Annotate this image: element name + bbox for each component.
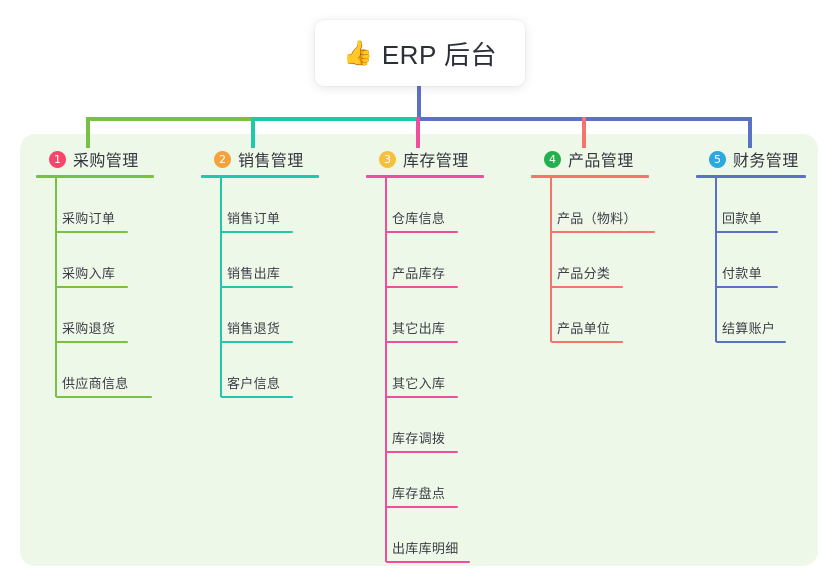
branch-header-rule	[366, 175, 484, 178]
root-node-title: ERP 后台	[381, 39, 498, 70]
branch-item-label: 销售出库	[227, 266, 281, 281]
branch-header-3[interactable]: 3 库存管理	[366, 148, 484, 170]
branch-item-rule	[221, 231, 293, 233]
branch-number-badge: 4	[544, 150, 561, 168]
branch-item-label: 库存调拨	[392, 431, 446, 446]
branch-item-rule	[386, 506, 458, 508]
branch-item-rule	[221, 396, 293, 398]
branch-item[interactable]: 回款单	[696, 178, 806, 233]
branch-header-2[interactable]: 2 销售管理	[201, 148, 319, 170]
branch-item-rule	[716, 341, 786, 343]
branch-item-rule	[716, 231, 778, 233]
branch-item-rule	[386, 231, 458, 233]
branch-title-label: 财务管理	[733, 153, 799, 170]
branch-item-rule	[386, 396, 458, 398]
branch-number-badge: 1	[49, 150, 66, 168]
branch-item-label: 产品（物料）	[557, 211, 637, 226]
branch-column-2: 2 销售管理销售订单销售出库销售退货客户信息	[201, 148, 319, 398]
branch-item[interactable]: 产品（物料）	[531, 178, 655, 233]
branch-item-rule	[386, 561, 470, 563]
branch-title-label: 库存管理	[403, 153, 469, 170]
branch-item-rule	[386, 341, 458, 343]
branch-header-1[interactable]: 1 采购管理	[36, 148, 154, 170]
branch-column-3: 3 库存管理仓库信息产品库存其它出库其它入库库存调拨库存盘点出库库明细	[366, 148, 484, 563]
branch-column-5: 5 财务管理回款单付款单结算账户	[696, 148, 806, 343]
branch-item-rule	[386, 286, 458, 288]
branch-header-4[interactable]: 4 产品管理	[531, 148, 655, 170]
branch-item[interactable]: 产品单位	[531, 288, 655, 343]
branch-header-rule	[531, 175, 649, 178]
branch-column-1: 1 采购管理采购订单采购入库采购退货供应商信息	[36, 148, 154, 398]
branch-item-rule	[56, 396, 152, 398]
branch-item-list: 销售订单销售出库销售退货客户信息	[201, 178, 319, 398]
branch-item-label: 结算账户	[722, 321, 776, 336]
branch-item[interactable]: 采购订单	[36, 178, 154, 233]
branch-item[interactable]: 出库库明细	[366, 508, 484, 563]
branch-item[interactable]: 仓库信息	[366, 178, 484, 233]
branch-number-badge: 5	[709, 150, 726, 168]
branch-item-label: 采购入库	[62, 266, 116, 281]
branch-item-label: 出库库明细	[392, 541, 459, 556]
branch-item-label: 客户信息	[227, 376, 281, 391]
branch-number-badge: 3	[379, 150, 396, 168]
branch-title-label: 销售管理	[238, 153, 304, 170]
branch-item-label: 产品库存	[392, 266, 446, 281]
branch-item-label: 销售订单	[227, 211, 281, 226]
root-node-card[interactable]: 👍 ERP 后台	[315, 20, 525, 86]
branch-title-label: 采购管理	[73, 153, 139, 170]
branch-item[interactable]: 付款单	[696, 233, 806, 288]
branch-column-4: 4 产品管理产品（物料） 产品分类产品单位	[531, 148, 655, 343]
branch-header-rule	[36, 175, 154, 178]
branch-item-rule	[56, 286, 128, 288]
branch-header-rule	[201, 175, 319, 178]
branch-item[interactable]: 供应商信息	[36, 343, 154, 398]
branch-item[interactable]: 结算账户	[696, 288, 806, 343]
branch-title-label: 产品管理	[568, 153, 634, 170]
branch-item-label: 其它入库	[392, 376, 446, 391]
branch-item-rule	[56, 341, 128, 343]
branch-item-label: 库存盘点	[392, 486, 446, 501]
branch-item-rule	[386, 451, 458, 453]
branch-item[interactable]: 其它出库	[366, 288, 484, 343]
branch-item-list: 回款单付款单结算账户	[696, 178, 806, 343]
thumbs-up-emoji-icon: 👍	[342, 40, 373, 67]
branch-header-rule	[696, 175, 806, 178]
branch-item-list: 产品（物料） 产品分类产品单位	[531, 178, 655, 343]
branch-item-label: 销售退货	[227, 321, 281, 336]
branch-item[interactable]: 销售退货	[201, 288, 319, 343]
branch-item-label: 仓库信息	[392, 211, 446, 226]
branch-item-label: 产品分类	[557, 266, 611, 281]
branch-item[interactable]: 库存盘点	[366, 453, 484, 508]
branch-item[interactable]: 库存调拨	[366, 398, 484, 453]
root-node-content: 👍 ERP 后台	[343, 35, 497, 72]
branch-item-label: 回款单	[722, 211, 762, 226]
branch-item-rule	[551, 231, 655, 233]
branch-item-label: 付款单	[722, 266, 762, 281]
branch-item-label: 产品单位	[557, 321, 611, 336]
branch-item-rule	[221, 341, 293, 343]
branch-item[interactable]: 采购退货	[36, 288, 154, 343]
branch-item-list: 仓库信息产品库存其它出库其它入库库存调拨库存盘点出库库明细	[366, 178, 484, 563]
branch-item-rule	[551, 341, 623, 343]
branch-item[interactable]: 其它入库	[366, 343, 484, 398]
diagram-panel	[20, 134, 818, 566]
branch-number-badge: 2	[214, 150, 231, 168]
branch-item[interactable]: 采购入库	[36, 233, 154, 288]
branch-item[interactable]: 产品库存	[366, 233, 484, 288]
branch-item-label: 供应商信息	[62, 376, 129, 391]
branch-header-5[interactable]: 5 财务管理	[696, 148, 806, 170]
branch-item-rule	[56, 231, 128, 233]
branch-item-rule	[716, 286, 778, 288]
branch-item-label: 其它出库	[392, 321, 446, 336]
branch-item-rule	[551, 286, 623, 288]
branch-item-rule	[221, 286, 293, 288]
branch-item-list: 采购订单采购入库采购退货供应商信息	[36, 178, 154, 398]
branch-item-label: 采购订单	[62, 211, 116, 226]
branch-item[interactable]: 产品分类	[531, 233, 655, 288]
branch-item[interactable]: 销售订单	[201, 178, 319, 233]
branch-item[interactable]: 销售出库	[201, 233, 319, 288]
branch-item-label: 采购退货	[62, 321, 116, 336]
branch-item[interactable]: 客户信息	[201, 343, 319, 398]
